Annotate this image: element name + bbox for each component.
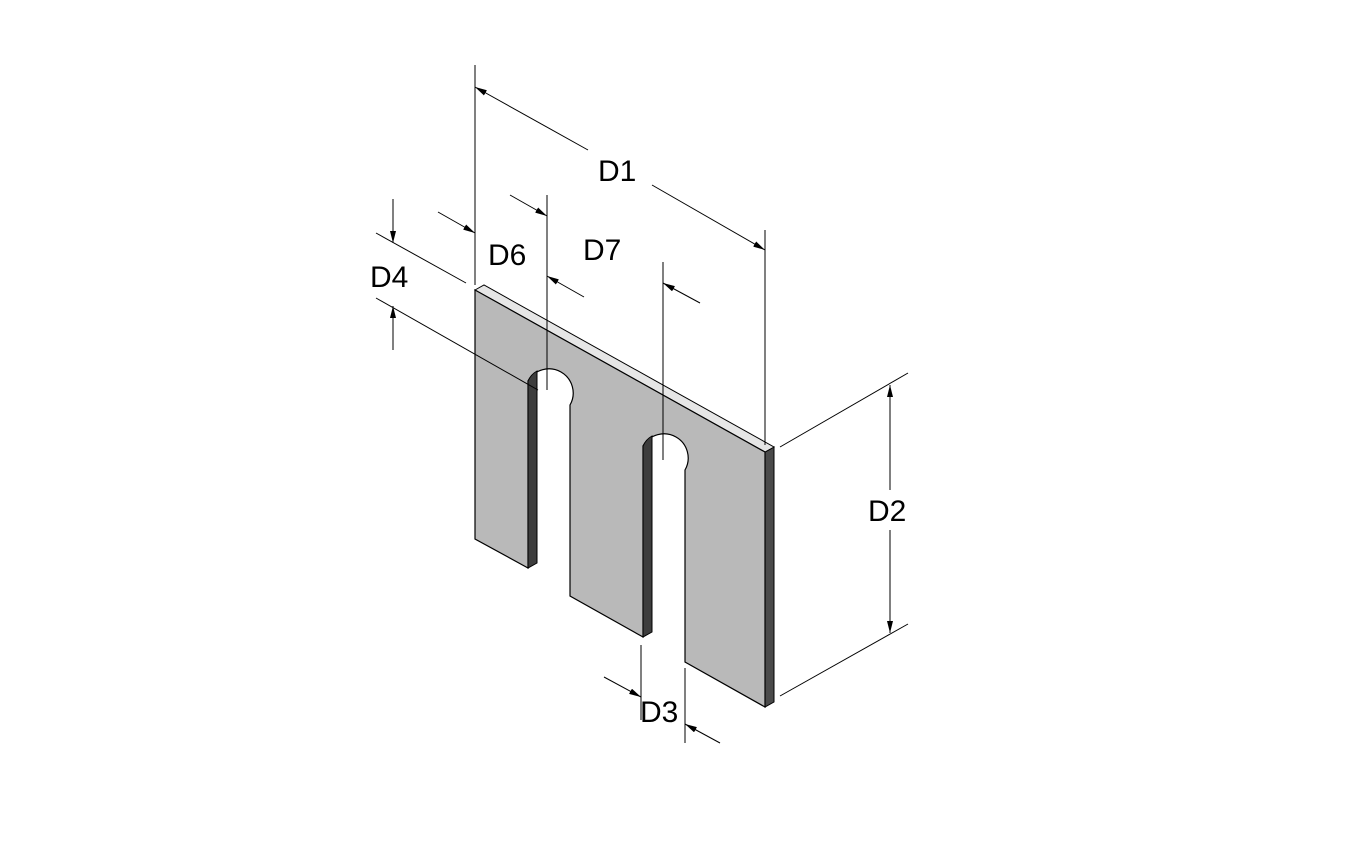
dimension-label-d1: D1 xyxy=(598,155,636,188)
slot-right-inner-wall xyxy=(642,435,653,638)
dimension-label-d6: D6 xyxy=(488,239,526,272)
dimension-label-d4: D4 xyxy=(370,261,408,294)
dimension-d7: D7 xyxy=(583,234,701,460)
dimension-label-d2: D2 xyxy=(868,495,906,528)
dimension-label-d3: D3 xyxy=(640,696,678,729)
dimension-d3: D3 xyxy=(603,645,721,744)
shim-plate xyxy=(473,284,776,709)
slot-left-inner-wall xyxy=(527,370,538,569)
dimension-d1: D1 xyxy=(474,65,766,445)
plate-front-face xyxy=(474,288,766,709)
dimension-d4: D4 xyxy=(370,199,539,391)
dimension-d6: D6 xyxy=(437,194,585,390)
dimension-d2: D2 xyxy=(779,372,909,697)
dimension-label-d7: D7 xyxy=(583,234,621,267)
plate-side-edge xyxy=(764,446,775,708)
